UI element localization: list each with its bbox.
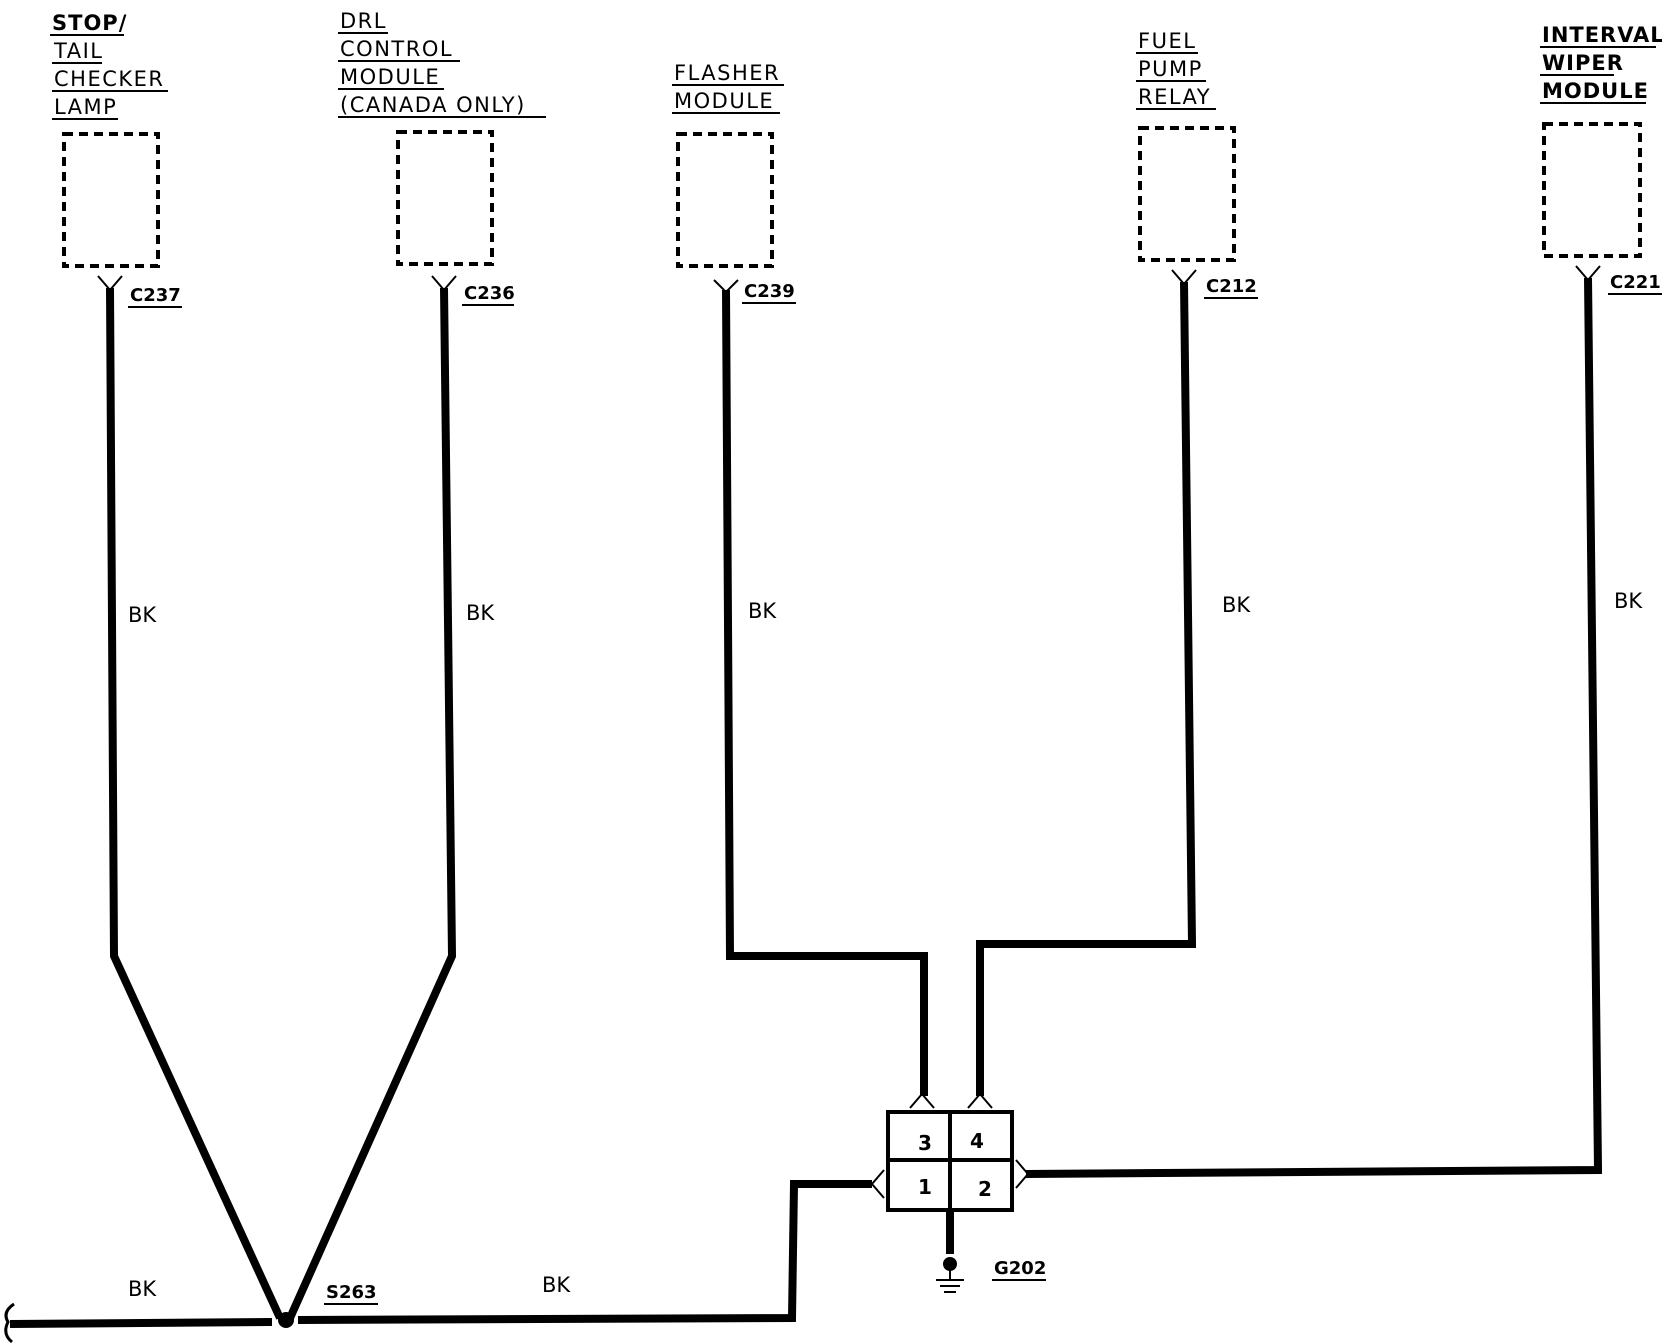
pin-3: 3 [918,1131,932,1155]
interval-wiper-module-label: INTERVAL WIPER MODULE [1540,23,1662,104]
splice-dot [278,1312,294,1328]
wire-continuation-mark [4,1302,15,1344]
wire-color-bk: BK [1614,589,1643,613]
label-line: RELAY [1138,85,1211,109]
label-line: TAIL [53,39,103,63]
wire-c212 [976,281,1197,1096]
interval-wiper-module-box [1542,122,1642,258]
stop-tail-checker-lamp-box [62,132,160,268]
connector-block: 3 4 1 2 [870,1092,1030,1212]
connector-label-c237: C237 [130,285,181,306]
label-line: INTERVAL [1542,23,1662,47]
wire-c221 [1025,277,1603,1178]
pin-1: 1 [918,1175,932,1199]
ground-symbol [936,1257,964,1293]
label-line: FLASHER [674,61,780,85]
fuel-pump-relay-label: FUEL PUMP RELAY [1136,29,1216,110]
wire-splice-left [9,1318,273,1328]
connector-label-c236: C236 [464,283,515,304]
label-line: PUMP [1138,57,1203,81]
label-line: MODULE [674,89,774,113]
connector-label-c212: C212 [1206,276,1257,297]
stop-tail-checker-lamp-label: STOP/ TAIL CHECKER LAMP [50,11,168,120]
label-line: CONTROL [340,37,453,61]
connector-label-c221: C221 [1610,272,1661,293]
wire-color-bk: BK [128,603,157,627]
pin-4: 4 [970,1129,984,1153]
label-line: MODULE [340,65,440,89]
splice-label: S263 [326,1282,377,1303]
label-line: CHECKER [54,67,165,91]
label-line: LAMP [54,95,117,119]
drl-control-module-box [396,130,494,266]
connector-marks [97,265,1601,294]
wire-color-labels: BK BK BK BK BK BK BK [128,589,1643,1301]
flasher-module-label: FLASHER MODULE [672,61,784,114]
wire-color-bk: BK [466,601,495,625]
wire-color-bk: BK [542,1273,571,1297]
wire-color-bk: BK [128,1277,157,1301]
flasher-module-box [676,132,774,268]
label-line: WIPER [1542,51,1624,75]
drl-control-module-label: DRL CONTROL MODULE (CANADA ONLY) [338,9,546,118]
ground-label: G202 [994,1258,1046,1279]
wire-color-bk: BK [1222,593,1251,617]
label-line: MODULE [1542,79,1649,103]
wire-color-bk: BK [748,599,777,623]
wire-c236 [286,287,457,1320]
wire-c239 [722,289,928,1096]
wire-pin1-splice [297,1180,872,1324]
label-line: DRL [340,9,387,33]
connector-label-c239: C239 [744,281,795,302]
fuel-pump-relay-box [1138,126,1236,262]
connector-labels: C237 C236 C239 C212 C221 [128,272,1662,308]
label-line: FUEL [1138,29,1196,53]
wires [9,277,1603,1328]
label-line: STOP/ [52,11,127,35]
wire-c237 [106,287,284,1320]
label-line: (CANADA ONLY) [340,93,526,117]
pin-2: 2 [978,1177,992,1201]
